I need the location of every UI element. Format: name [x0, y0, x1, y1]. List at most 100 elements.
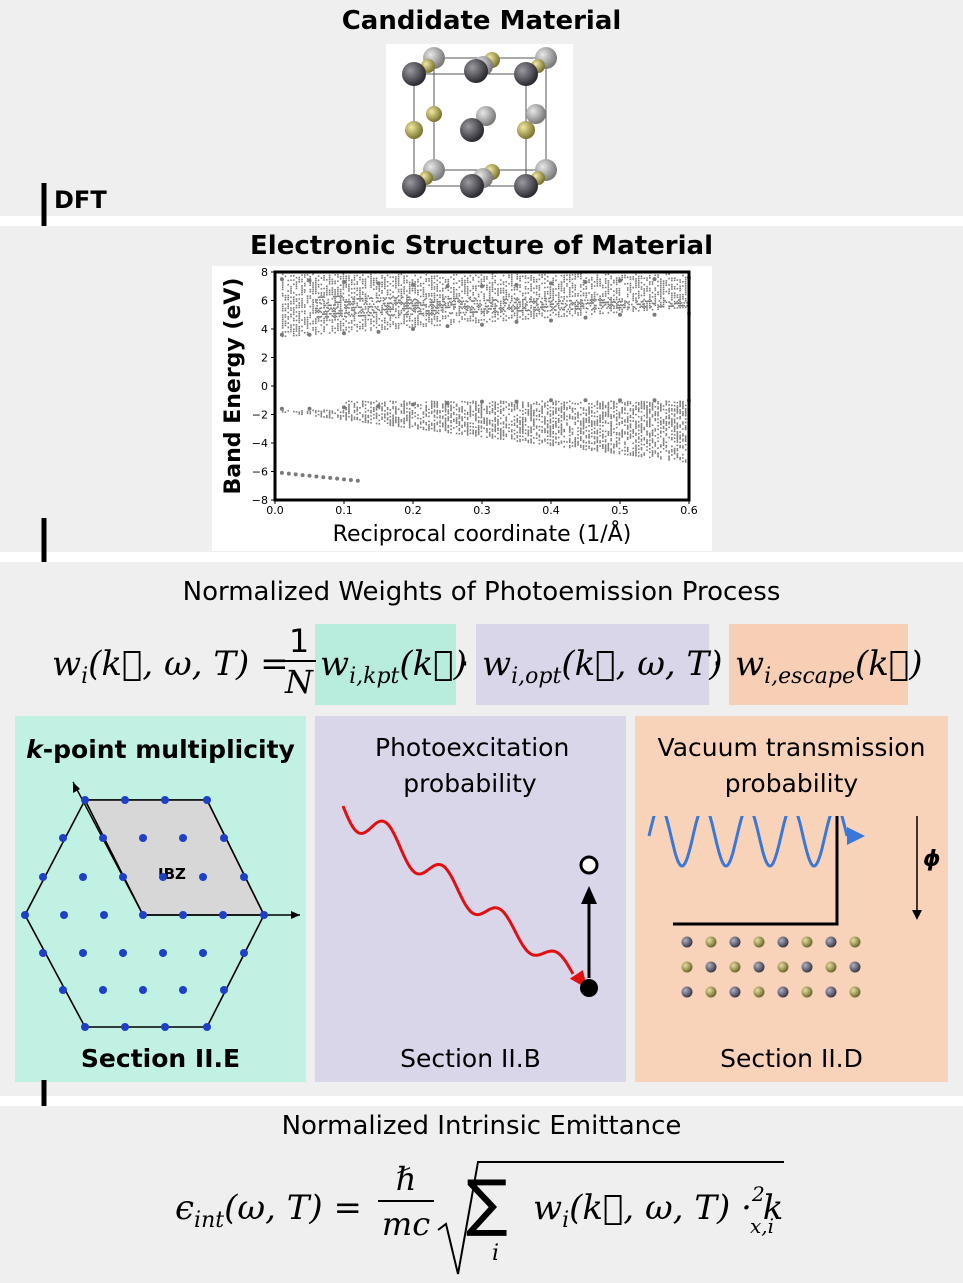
kpoint-dot	[121, 796, 129, 804]
band-point	[480, 284, 484, 288]
band-point	[328, 476, 332, 480]
y-tick-label: −4	[252, 437, 268, 450]
eq-term1-args: (k⃗)	[399, 644, 467, 684]
em-body-w: w	[533, 1188, 562, 1228]
kpoint-dot	[199, 873, 207, 881]
x-tick-label: 0.1	[335, 504, 353, 517]
band-point	[411, 403, 415, 407]
eq-term2-w: w	[482, 644, 511, 684]
band-point	[618, 313, 622, 317]
panel-candidate-material: Candidate Material	[0, 0, 963, 216]
kpoint-dot	[240, 949, 248, 957]
band-point	[342, 331, 346, 335]
band-point	[356, 479, 360, 483]
em-body-sup: 2	[752, 1182, 765, 1206]
em-sum: ∑	[466, 1168, 508, 1238]
box-photo-title: Photoexcitation probability	[375, 730, 565, 802]
band-point	[280, 471, 284, 475]
em-sum-index: i	[492, 1241, 499, 1266]
band-point	[515, 400, 519, 404]
band-point	[549, 281, 553, 285]
kpoint-dot	[81, 796, 89, 804]
photon-wave	[343, 806, 573, 974]
em-lhs-args: (ω, T) =	[224, 1188, 362, 1228]
surface-atom	[730, 987, 741, 998]
band-point	[480, 323, 484, 327]
eq-term3: wi,escape(k⃗)	[735, 644, 923, 689]
kpoint-dot	[21, 911, 29, 919]
y-tick-label: 6	[261, 295, 268, 308]
kpoint-dot	[39, 873, 47, 881]
surface-atom	[802, 937, 813, 948]
box-kpoint-footer: Section II.E	[15, 1044, 306, 1073]
phi-label: ϕ	[923, 847, 941, 872]
eq-frac-num: 1	[282, 622, 316, 662]
eq-term3-w: w	[735, 644, 764, 684]
kpoint-dot	[60, 911, 68, 919]
band-point	[294, 472, 298, 476]
eq-lhs: w	[52, 644, 81, 684]
surface-atom	[706, 987, 717, 998]
x-tick-label: 0.4	[542, 504, 560, 517]
band-point	[335, 477, 339, 481]
surface-atom	[754, 962, 765, 973]
band-chart-svg: 0.00.10.20.30.40.50.686420−2−4−6−8Recipr…	[212, 266, 712, 551]
eq-term1-w: w	[320, 644, 349, 684]
emittance-title: Normalized Intrinsic Emittance	[0, 1111, 963, 1141]
y-axis-label: Band Energy (eV)	[221, 278, 246, 495]
band-point	[377, 330, 381, 334]
band-point	[280, 277, 284, 281]
kpoint-dot	[199, 949, 207, 957]
band-texture	[282, 273, 689, 463]
band-point	[446, 401, 450, 405]
kpoint-dot	[79, 949, 87, 957]
kpoint-dot	[119, 949, 127, 957]
em-sum-symbol: ∑	[466, 1166, 508, 1239]
em-frac-num: ℏ	[378, 1158, 434, 1202]
weights-title: Normalized Weights of Photoemission Proc…	[0, 577, 963, 607]
empty-state	[581, 857, 597, 873]
box-kpoint-title-k: k	[26, 735, 43, 764]
box-photoexcitation: Photoexcitation probability Section II.B	[315, 716, 626, 1082]
eq-term3-args: (k⃗)	[855, 644, 923, 684]
band-point	[321, 475, 325, 479]
band-point	[287, 472, 291, 476]
surface-atom	[850, 987, 861, 998]
band-point	[377, 404, 381, 408]
em-body-sub2: x,i	[750, 1214, 774, 1238]
electron-wave	[649, 816, 847, 866]
band-point	[515, 283, 519, 287]
kpoint-dot	[79, 873, 87, 881]
y-tick-label: −8	[252, 494, 268, 507]
box-photo-footer: Section II.B	[315, 1044, 626, 1073]
box-vacuum: Vacuum transmission probability ϕ Sectio…	[635, 716, 948, 1082]
em-body: wi(k⃗, ω, T) · k	[533, 1188, 783, 1233]
dft-label: DFT	[54, 186, 107, 214]
x-tick-label: 0.0	[266, 504, 284, 517]
kpoint-dot	[39, 949, 47, 957]
eq-dot-1: ·	[459, 644, 470, 684]
kpoint-dot	[99, 834, 107, 842]
kpoint-dot	[220, 834, 228, 842]
kpoint-dot	[139, 911, 147, 919]
band-point	[342, 477, 346, 481]
surface-atom	[778, 987, 789, 998]
surface-atom	[754, 987, 765, 998]
x-axis-label: Reciprocal coordinate (1/Å)	[333, 520, 632, 547]
band-point	[377, 281, 381, 285]
em-frac-den: mc	[378, 1202, 434, 1246]
x-tick-label: 0.5	[611, 504, 629, 517]
filled-state	[580, 979, 598, 997]
band-point	[411, 283, 415, 287]
eq-frac-den: N	[282, 662, 316, 702]
box-kpoint-title-text: -point multiplicity	[43, 735, 295, 764]
surface-atom	[850, 962, 861, 973]
kpoint-dot	[159, 873, 167, 881]
box-kpoint-title: k-point multiplicity	[15, 732, 306, 768]
box-vacuum-footer: Section II.D	[635, 1044, 948, 1073]
weights-equation: wi(k⃗, ω, T) =	[52, 644, 289, 689]
surface-atom	[826, 937, 837, 948]
surface-atom	[682, 987, 693, 998]
surface-atom	[706, 962, 717, 973]
band-point	[653, 313, 657, 317]
